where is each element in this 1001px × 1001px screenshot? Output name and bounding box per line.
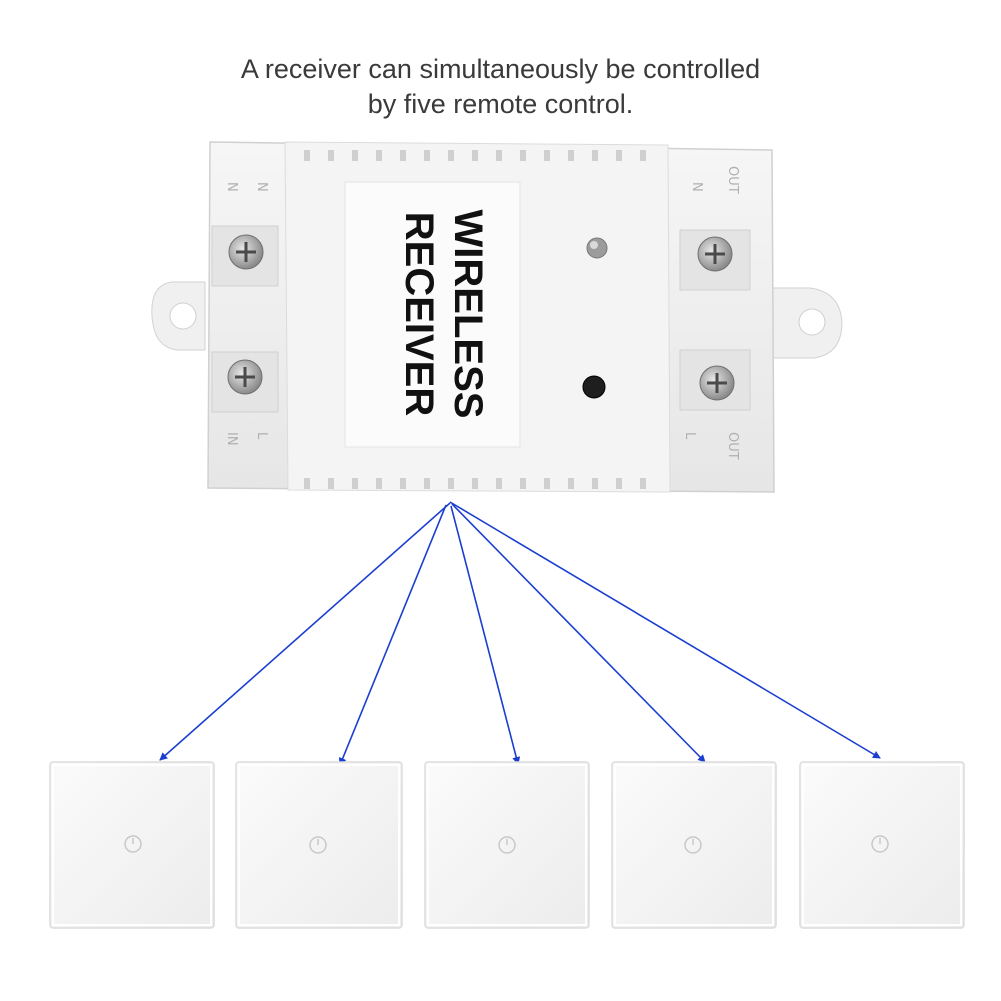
power-icon xyxy=(124,835,142,853)
terminal-text-right-bottom-2: OUT xyxy=(725,432,740,460)
bottom-vents xyxy=(304,478,646,489)
terminal-text-right-bottom-1: L xyxy=(682,432,697,440)
led-highlight xyxy=(590,241,598,249)
arrow-to-remote-4 xyxy=(451,503,706,763)
left-mounting-hole xyxy=(169,302,197,330)
terminal-text-right-top-1: N xyxy=(689,182,704,192)
top-vents xyxy=(304,150,646,161)
screw-left-bottom xyxy=(227,359,263,395)
arrow-to-remote-5 xyxy=(449,501,881,759)
power-icon xyxy=(871,835,889,853)
arrow-to-remote-1 xyxy=(159,502,451,761)
caption: A receiver can simultaneously be control… xyxy=(0,52,1001,122)
screw-right-top xyxy=(697,236,733,272)
led-indicator xyxy=(586,237,608,259)
power-icon xyxy=(309,836,327,854)
arrow-to-remote-3 xyxy=(450,505,521,765)
power-icon xyxy=(684,836,702,854)
arrow-to-remote-2 xyxy=(338,504,447,766)
terminal-text-left-top-1: N xyxy=(224,182,239,192)
remote-control-3 xyxy=(424,761,590,929)
remote-control-4 xyxy=(611,761,777,929)
remote-control-2 xyxy=(235,761,403,929)
wireless-receiver: N N IN L N OUT L OUT WIRELESS RECEIVER xyxy=(151,141,843,493)
power-icon xyxy=(498,836,516,854)
remote-control-1 xyxy=(49,761,215,929)
caption-line-2: by five remote control. xyxy=(367,89,634,119)
right-mounting-hole xyxy=(798,308,826,336)
receiver-label-line-1: WIRELESS xyxy=(446,210,490,419)
pairing-button xyxy=(582,375,606,399)
terminal-text-left-bottom-1: IN xyxy=(224,432,239,446)
terminal-text-left-top-2: N xyxy=(254,182,269,192)
screw-left-top xyxy=(228,234,264,270)
remote-control-5 xyxy=(799,761,965,929)
signal-arrows xyxy=(159,501,881,766)
terminal-text-right-top-2: OUT xyxy=(725,166,740,194)
screw-right-bottom xyxy=(699,365,735,401)
caption-line-1: A receiver can simultaneously be control… xyxy=(240,54,761,84)
receiver-label-line-2: RECEIVER xyxy=(397,212,441,417)
terminal-text-left-bottom-2: L xyxy=(254,432,269,440)
receiver-label-sticker xyxy=(344,181,521,448)
